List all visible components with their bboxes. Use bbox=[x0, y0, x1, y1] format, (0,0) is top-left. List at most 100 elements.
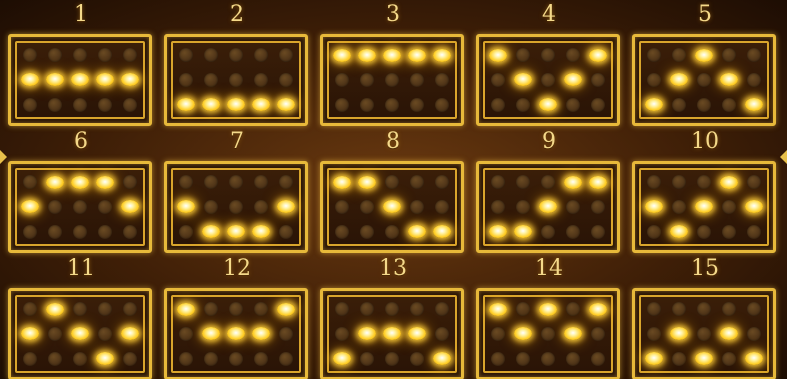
payline-light-off bbox=[123, 225, 137, 239]
payline-light-off bbox=[491, 98, 505, 112]
payline-light-on bbox=[71, 176, 89, 189]
payline-light-off bbox=[516, 352, 530, 366]
payline-light-on bbox=[227, 327, 245, 340]
payline-card: 14 bbox=[472, 254, 626, 379]
payline-frame bbox=[632, 34, 776, 126]
payline-light-on bbox=[177, 98, 195, 111]
payline-light-off bbox=[229, 48, 243, 62]
payline-light-off bbox=[747, 48, 761, 62]
payline-light-off bbox=[385, 98, 399, 112]
payline-light-off bbox=[23, 225, 37, 239]
payline-light-off bbox=[23, 352, 37, 366]
payline-light-off bbox=[647, 302, 661, 316]
payline-reel-grid bbox=[483, 41, 613, 119]
payline-light-off bbox=[98, 200, 112, 214]
payline-light-off bbox=[566, 48, 580, 62]
payline-light-off bbox=[23, 302, 37, 316]
payline-light-off bbox=[179, 327, 193, 341]
payline-number: 9 bbox=[472, 129, 626, 155]
payline-light-on bbox=[645, 200, 663, 213]
payline-reel-grid bbox=[639, 41, 769, 119]
payline-card: 7 bbox=[160, 127, 314, 252]
payline-light-on bbox=[21, 327, 39, 340]
payline-light-off bbox=[335, 200, 349, 214]
payline-card: 1 bbox=[4, 0, 158, 125]
payline-light-off bbox=[23, 98, 37, 112]
payline-light-off bbox=[48, 225, 62, 239]
payline-light-off bbox=[98, 327, 112, 341]
payline-light-off bbox=[435, 200, 449, 214]
payline-light-off bbox=[229, 175, 243, 189]
payline-reel-grid bbox=[639, 295, 769, 373]
payline-light-on bbox=[720, 327, 738, 340]
payline-card: 3 bbox=[316, 0, 470, 125]
payline-light-off bbox=[385, 302, 399, 316]
payline-light-off bbox=[722, 98, 736, 112]
payline-light-off bbox=[410, 98, 424, 112]
payline-light-off bbox=[279, 327, 293, 341]
payline-light-off bbox=[123, 175, 137, 189]
payline-light-off bbox=[179, 175, 193, 189]
payline-light-off bbox=[254, 48, 268, 62]
payline-light-off bbox=[335, 225, 349, 239]
payline-light-off bbox=[647, 48, 661, 62]
payline-light-on bbox=[46, 176, 64, 189]
payline-light-off bbox=[722, 352, 736, 366]
payline-light-on bbox=[720, 176, 738, 189]
payline-light-off bbox=[410, 352, 424, 366]
payline-light-off bbox=[335, 73, 349, 87]
payline-light-off bbox=[747, 225, 761, 239]
payline-frame bbox=[320, 34, 464, 126]
payline-card: 4 bbox=[472, 0, 626, 125]
payline-frame bbox=[476, 34, 620, 126]
payline-light-off bbox=[697, 302, 711, 316]
payline-frame bbox=[8, 288, 152, 379]
payline-light-on bbox=[333, 49, 351, 62]
payline-light-off bbox=[435, 98, 449, 112]
payline-light-off bbox=[647, 327, 661, 341]
payline-light-on bbox=[645, 98, 663, 111]
payline-light-off bbox=[591, 225, 605, 239]
payline-light-on bbox=[564, 327, 582, 340]
payline-light-off bbox=[23, 175, 37, 189]
payline-card: 6 bbox=[4, 127, 158, 252]
payline-number: 10 bbox=[628, 129, 782, 155]
payline-light-off bbox=[747, 302, 761, 316]
payline-number: 13 bbox=[316, 256, 470, 282]
payline-light-on bbox=[383, 200, 401, 213]
payline-light-on bbox=[358, 49, 376, 62]
payline-light-off bbox=[98, 302, 112, 316]
payline-light-on bbox=[564, 73, 582, 86]
payline-card: 13 bbox=[316, 254, 470, 379]
payline-reel-grid bbox=[15, 168, 145, 246]
payline-light-off bbox=[229, 302, 243, 316]
payline-light-off bbox=[73, 98, 87, 112]
payline-light-off bbox=[179, 352, 193, 366]
payline-light-off bbox=[254, 200, 268, 214]
payline-frame bbox=[164, 288, 308, 379]
payline-frame bbox=[476, 288, 620, 379]
payline-light-off bbox=[672, 352, 686, 366]
payline-light-off bbox=[747, 327, 761, 341]
payline-light-on bbox=[745, 352, 763, 365]
payline-light-off bbox=[435, 302, 449, 316]
payline-card: 2 bbox=[160, 0, 314, 125]
payline-light-on bbox=[695, 49, 713, 62]
payline-light-on bbox=[21, 200, 39, 213]
payline-light-off bbox=[566, 302, 580, 316]
payline-light-off bbox=[672, 98, 686, 112]
payline-frame bbox=[164, 161, 308, 253]
payline-light-off bbox=[48, 352, 62, 366]
payline-light-on bbox=[564, 176, 582, 189]
payline-light-off bbox=[360, 73, 374, 87]
payline-light-on bbox=[227, 225, 245, 238]
payline-number: 12 bbox=[160, 256, 314, 282]
payline-light-on bbox=[277, 200, 295, 213]
payline-light-off bbox=[672, 48, 686, 62]
payline-light-on bbox=[71, 73, 89, 86]
payline-light-on bbox=[539, 98, 557, 111]
payline-light-on bbox=[383, 327, 401, 340]
payline-card: 10 bbox=[628, 127, 782, 252]
payline-light-off bbox=[385, 73, 399, 87]
payline-light-on bbox=[202, 98, 220, 111]
